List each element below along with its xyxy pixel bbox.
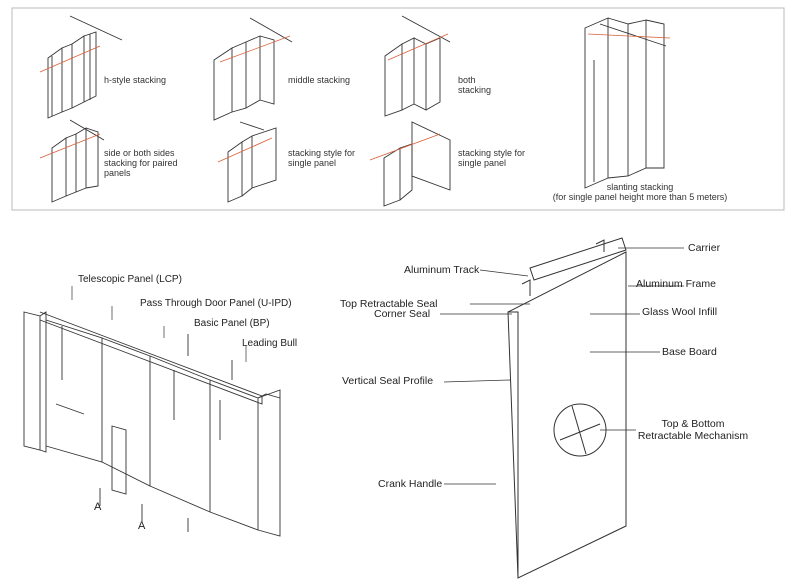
- stacking-sketches: [39, 15, 671, 207]
- label-middle: middle stacking: [288, 75, 351, 85]
- label-top-seal: Top Retractable Seal: [340, 298, 438, 310]
- label-basic: Basic Panel (BP): [194, 318, 270, 329]
- label-aluminum-track: Aluminum Track: [404, 264, 480, 276]
- leader-lines: [71, 247, 684, 485]
- label-pass-through: Pass Through Door Panel (U-IPD): [140, 298, 292, 309]
- stacking-frame: [11, 7, 785, 211]
- label-base-board: Base Board: [662, 346, 717, 358]
- sketch-both: [384, 15, 451, 117]
- label-telescopic: Telescopic Panel (LCP): [78, 274, 182, 285]
- sketch-single-b: [369, 121, 451, 207]
- sketch-side-paired: [39, 119, 105, 203]
- sketch-middle: [213, 17, 293, 121]
- label-side-paired: side or both sides stacking for paired p…: [104, 148, 178, 178]
- label-crank: Crank Handle: [378, 478, 443, 490]
- label-single-a: stacking style for single panel: [288, 148, 356, 168]
- label-slanting: slanting stacking (for single panel heig…: [552, 182, 728, 202]
- label-corner-seal: Corner Seal: [374, 308, 431, 320]
- label-single-b: stacking style for single panel: [458, 148, 526, 168]
- label-mechanism: Top & Bottom Retractable Mechanism: [637, 418, 749, 442]
- sketch-slanting: [584, 17, 671, 189]
- label-h-style: h-style stacking: [104, 75, 167, 85]
- panel-detail-drawing: [507, 237, 627, 579]
- sketch-h-style: [39, 15, 123, 119]
- label-leading: Leading Bull: [242, 338, 298, 349]
- label-glass-wool: Glass Wool Infill: [642, 306, 718, 318]
- wall-assembly-drawing: [23, 311, 281, 537]
- label-both: both stacking: [458, 75, 492, 95]
- section-mark-2: A: [138, 520, 146, 532]
- label-aluminum-frame: Aluminum Frame: [636, 278, 716, 290]
- section-mark-1: A: [94, 501, 102, 513]
- sketch-single-a: [217, 121, 277, 203]
- label-carrier: Carrier: [688, 242, 721, 254]
- label-vertical-seal: Vertical Seal Profile: [342, 375, 434, 387]
